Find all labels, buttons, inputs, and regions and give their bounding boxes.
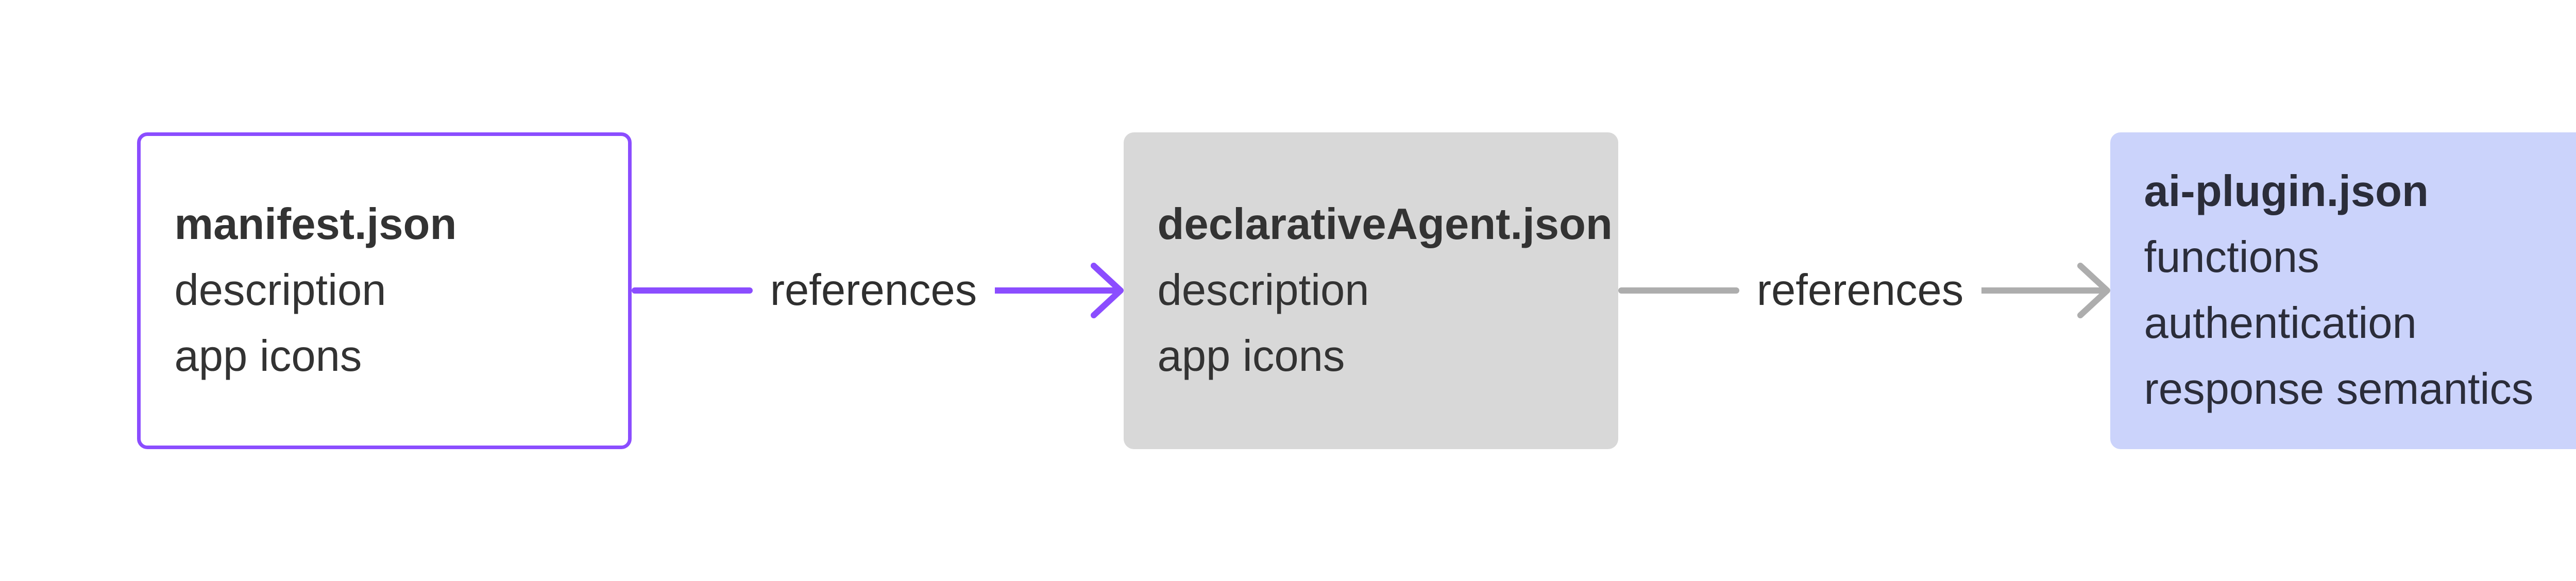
connector-label: references: [1756, 266, 1964, 315]
arrow-right-icon: [1981, 263, 2110, 318]
node-line: app icons: [1157, 332, 1345, 381]
node-manifest-json: manifest.json description app icons: [137, 132, 632, 449]
connector-declarative-agent-to-ai-plugin: references: [1618, 258, 2110, 323]
node-title: manifest.json: [174, 200, 457, 249]
connector-label: references: [770, 266, 977, 315]
arrow-right-icon: [994, 263, 1124, 318]
node-line: description: [1157, 266, 1369, 315]
connector-manifest-to-declarative-agent: references: [631, 258, 1124, 323]
node-line: response semantics: [2144, 365, 2534, 414]
connector-line: [631, 287, 753, 294]
node-declarative-agent-json: declarativeAgent.json description app ic…: [1123, 132, 1618, 449]
node-title: declarativeAgent.json: [1157, 200, 1613, 249]
node-line: authentication: [2144, 299, 2417, 348]
node-line: app icons: [174, 332, 362, 381]
node-line: description: [174, 266, 386, 315]
node-title: ai-plugin.json: [2144, 167, 2429, 216]
connector-line: [1618, 287, 1739, 294]
node-ai-plugin-json: ai-plugin.json functions authentication …: [2110, 132, 2576, 449]
node-line: functions: [2144, 233, 2319, 282]
